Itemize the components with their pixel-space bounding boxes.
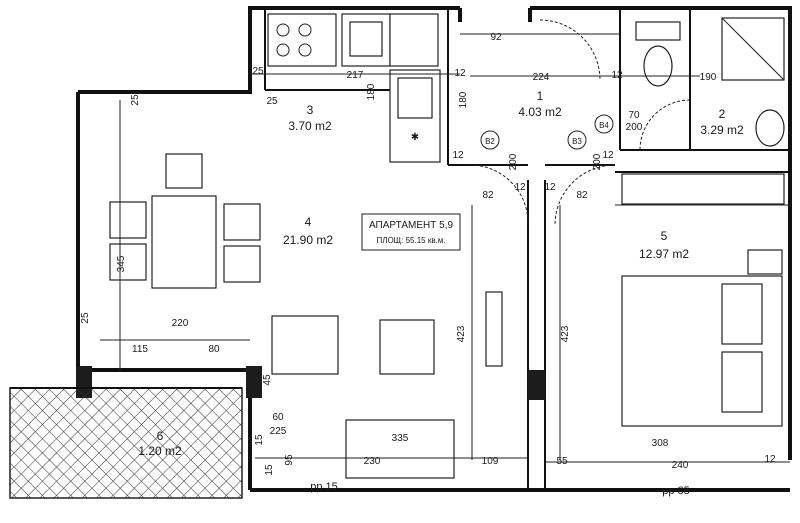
apartment-area: ПЛОЩ: 55.15 кв.м.	[376, 236, 445, 245]
room-2-number: 2	[719, 107, 726, 121]
stove	[267, 13, 337, 67]
dim-label: 25	[80, 312, 91, 324]
door-width: 70	[628, 110, 640, 121]
dim-label: 190	[700, 72, 717, 83]
chair	[109, 243, 147, 281]
sofa	[345, 419, 455, 479]
dim-label: 230	[364, 456, 381, 467]
dim-label: 12	[764, 454, 776, 465]
chair	[165, 153, 203, 189]
vertical-dimensions: 25 180 180 345 423 423 25 45 15 95 15 20…	[80, 83, 603, 475]
coffee-table	[379, 319, 435, 375]
column	[528, 370, 545, 400]
apartment-title: АПАРТАМЕНТ 5,9	[369, 220, 454, 231]
dim-label: 200	[592, 153, 603, 170]
dim-label: 25	[252, 66, 264, 77]
dimension-lines	[100, 33, 790, 463]
dim-label: 345	[116, 255, 127, 272]
apartment-stamp: АПАРТАМЕНТ 5,9 ПЛОЩ: 55.15 кв.м.	[361, 213, 461, 251]
dim-label: 12	[514, 182, 526, 193]
toilet-bowl	[643, 45, 673, 87]
bedroom-furniture	[621, 173, 785, 427]
room-6-area: 1.20 m2	[138, 444, 182, 458]
floor-label: рр 85	[662, 485, 690, 497]
dim-label: 82	[482, 190, 494, 201]
balcony	[9, 387, 243, 499]
tv-stand	[485, 291, 503, 367]
dim-label: 115	[132, 344, 148, 355]
dim-label: 308	[652, 438, 669, 449]
room-4-number: 4	[305, 215, 312, 229]
room-3-area: 3.70 m2	[288, 119, 332, 133]
door-height: 200	[626, 122, 643, 133]
door-tags: В2 В3 В4 70 200	[480, 110, 643, 150]
wardrobe	[621, 173, 785, 205]
dim-label: 25	[266, 96, 278, 107]
doors	[469, 19, 691, 226]
room-5-number: 5	[661, 229, 668, 243]
column	[246, 366, 262, 398]
counter	[389, 13, 439, 67]
room-3-number: 3	[307, 103, 314, 117]
interior-walls	[264, 8, 790, 490]
dim-label: 224	[533, 72, 550, 83]
dim-label: 240	[672, 460, 689, 471]
bathroom-furniture	[635, 17, 785, 147]
washbasin	[755, 109, 785, 147]
dim-label: 335	[392, 433, 409, 444]
dim-label: 12	[611, 70, 623, 81]
nightstand	[747, 249, 783, 275]
outer-walls	[76, 6, 792, 492]
dim-label: 12	[544, 182, 556, 193]
dim-label: 217	[347, 70, 364, 81]
chair	[109, 201, 147, 239]
dim-label: 60	[272, 412, 284, 423]
door-code: В2	[485, 137, 495, 146]
dim-label: 109	[482, 456, 499, 467]
dim-label: 180	[458, 91, 469, 108]
door-code: В4	[599, 121, 609, 130]
room-5-area: 12.97 m2	[639, 247, 689, 261]
dim-label: 423	[560, 325, 571, 342]
room-labels: 1 4.03 m2 2 3.29 m2 3 3.70 m2 4 21.90 m2…	[138, 89, 744, 458]
door-code: В3	[572, 137, 582, 146]
dim-label: 80	[208, 344, 220, 355]
room-4-area: 21.90 m2	[283, 233, 333, 247]
toilet-tank	[635, 21, 681, 41]
dim-label: 15	[264, 464, 275, 476]
dim-label: 12	[454, 68, 466, 79]
dim-label: 12	[452, 150, 464, 161]
dim-label: 12	[602, 150, 614, 161]
dim-label: 423	[456, 325, 467, 342]
dim-label: 15	[254, 434, 265, 446]
armchair	[271, 315, 339, 375]
dim-label: 180	[366, 83, 377, 100]
dim-label: 45	[262, 374, 273, 386]
room-1-area: 4.03 m2	[518, 105, 562, 119]
kitchen-furniture: ✱	[267, 13, 441, 163]
dining-table	[151, 195, 217, 289]
chair	[223, 245, 261, 283]
dim-label: 220	[172, 318, 189, 329]
dim-label: 55	[556, 456, 568, 467]
room-2-area: 3.29 m2	[700, 123, 744, 137]
horizontal-dimensions: 25 217 25 92 12 224 12 190 12 82 12 12 8…	[132, 32, 776, 471]
dim-label: 200	[508, 153, 519, 170]
dim-label: 95	[284, 454, 295, 466]
pillow	[721, 351, 763, 413]
room-1-number: 1	[537, 89, 544, 103]
dim-label: 225	[270, 426, 287, 437]
floor-label: рр 15	[310, 481, 338, 493]
chair	[223, 203, 261, 241]
floor-labels: рр 15 рр 85	[310, 481, 690, 497]
pillow	[721, 283, 763, 345]
dim-label: 92	[490, 32, 502, 43]
room-6-number: 6	[157, 429, 164, 443]
dim-label: 25	[130, 94, 141, 106]
living-furniture	[109, 153, 503, 479]
svg-text:✱: ✱	[411, 132, 419, 143]
dim-label: 82	[576, 190, 588, 201]
